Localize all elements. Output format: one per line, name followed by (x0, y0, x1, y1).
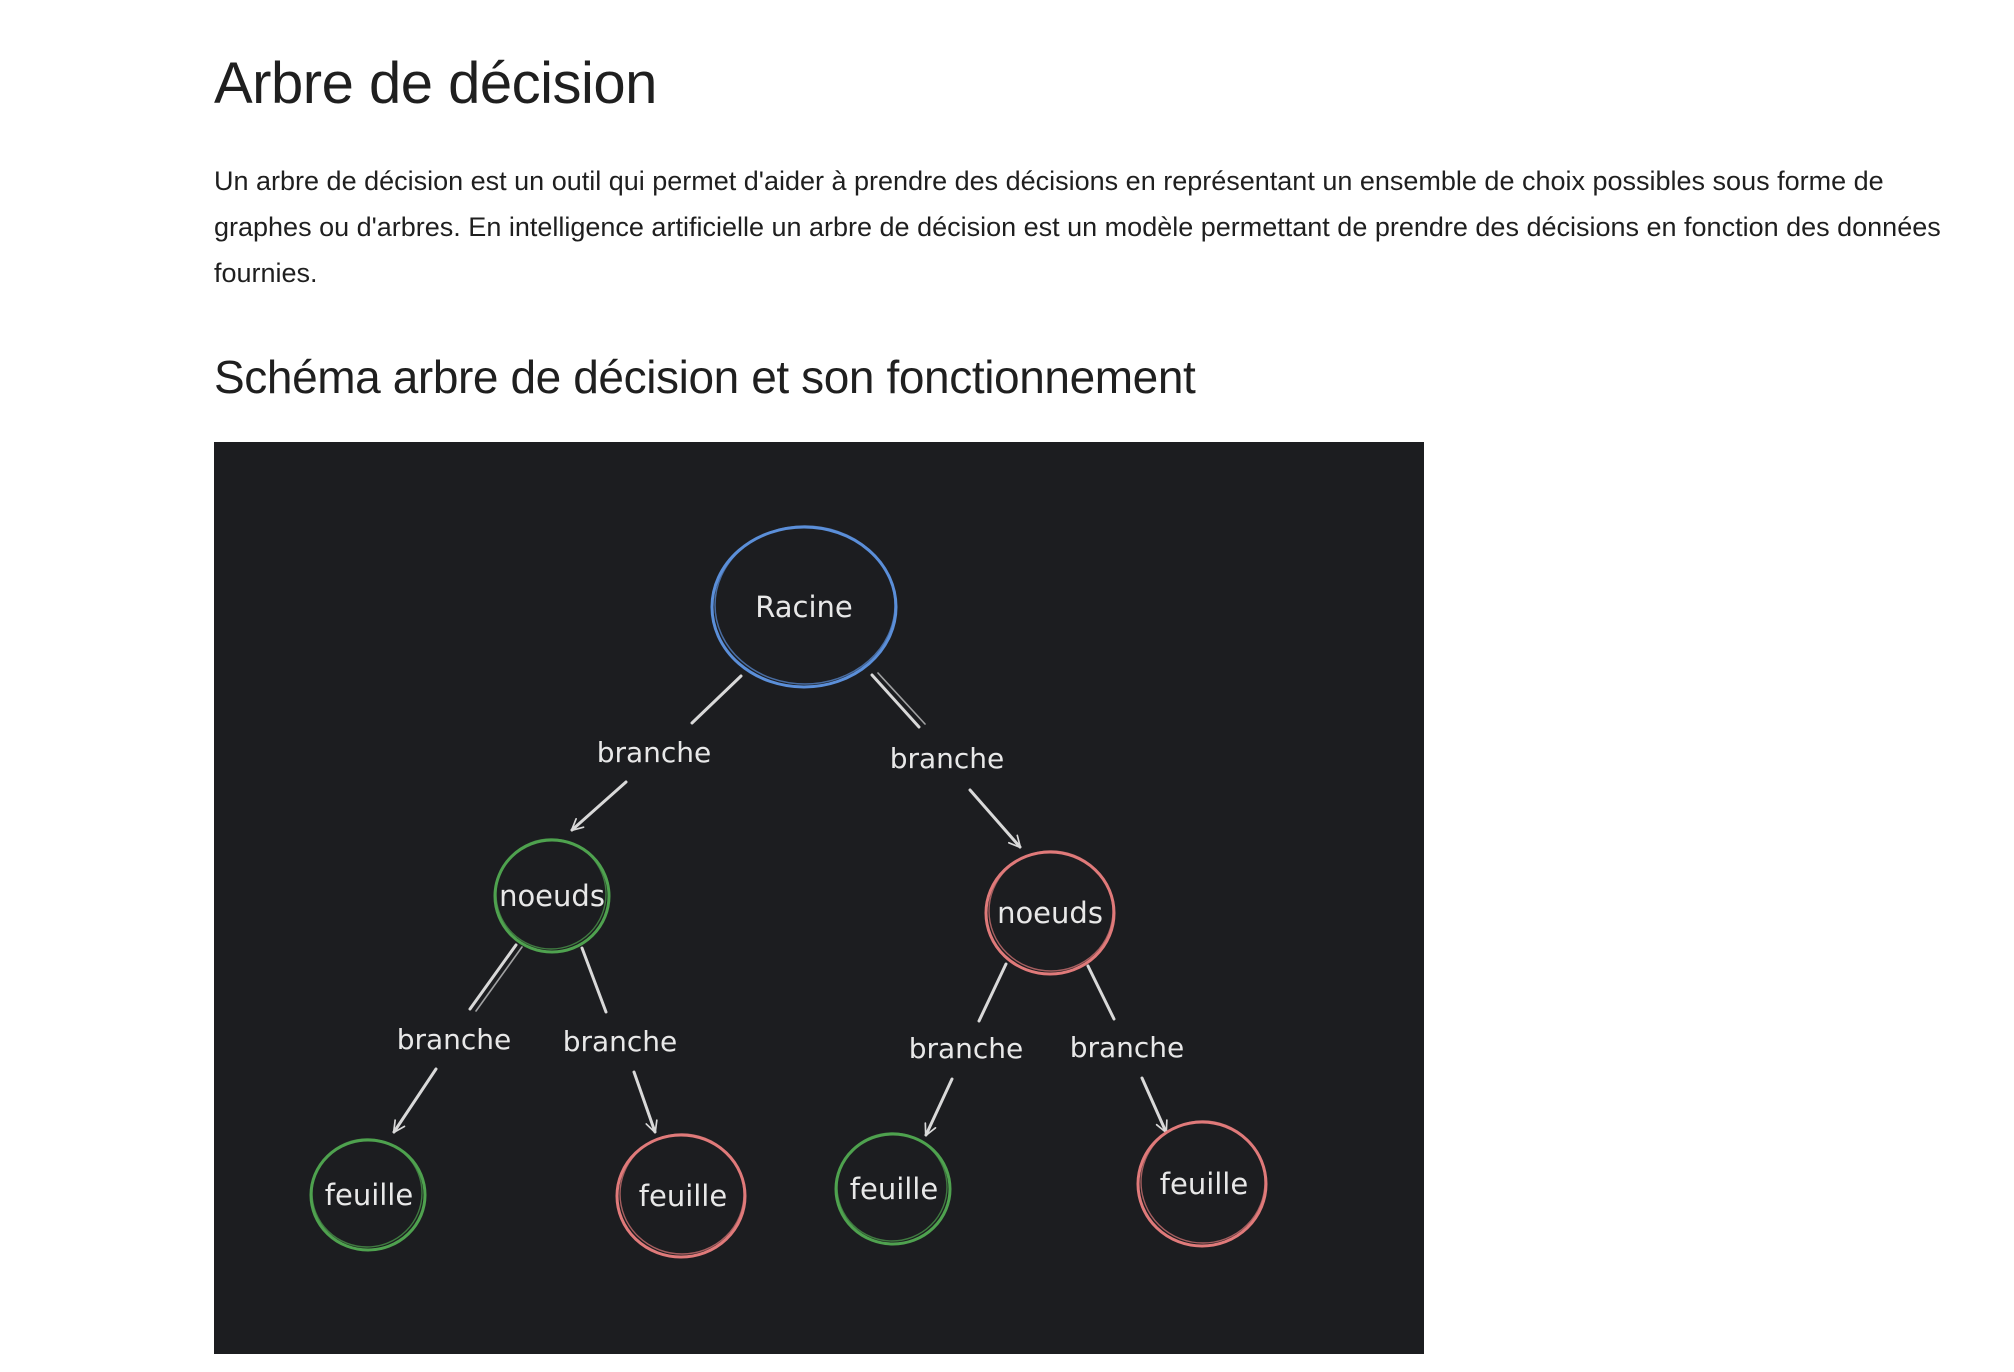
root-node: Racine (710, 525, 898, 689)
branch-root-left-label: branche (597, 736, 712, 769)
branch-left-right-label: branche (563, 1025, 678, 1058)
branch-left-left-label: branche (397, 1023, 512, 1056)
branch-root-right: branche (870, 672, 1022, 849)
root-label: Racine (755, 590, 853, 624)
left-node: noeuds (493, 838, 611, 954)
leaf-3-label: feuille (850, 1172, 938, 1206)
leaf-2: feuille (615, 1133, 747, 1259)
page-title: Arbre de décision (214, 51, 657, 116)
leaf-4: feuille (1136, 1120, 1268, 1248)
branch-right-right-label: branche (1070, 1031, 1185, 1064)
leaf-4-label: feuille (1160, 1167, 1248, 1201)
leaf-1: feuille (309, 1138, 427, 1252)
intro-paragraph: Un arbre de décision est un outil qui pe… (214, 166, 1941, 288)
leaf-3: feuille (834, 1132, 952, 1246)
left-node-label: noeuds (499, 879, 605, 913)
decision-tree-diagram: Racine branche branche noeuds (214, 442, 1424, 1354)
branch-left-right: branche (563, 946, 678, 1134)
leaf-1-label: feuille (325, 1178, 413, 1212)
branch-left-left: branche (392, 943, 523, 1134)
leaf-2-label: feuille (639, 1179, 727, 1213)
section-title: Schéma arbre de décision et son fonction… (214, 351, 1196, 403)
branch-root-right-label: branche (890, 742, 1005, 775)
branch-right-left: branche (909, 962, 1024, 1137)
decision-tree-svg: Racine branche branche noeuds (309, 525, 1268, 1259)
branch-right-right: branche (1070, 964, 1185, 1134)
branch-right-left-label: branche (909, 1032, 1024, 1065)
branch-root-left: branche (570, 674, 743, 832)
right-node: noeuds (984, 850, 1116, 976)
right-node-label: noeuds (997, 896, 1103, 930)
